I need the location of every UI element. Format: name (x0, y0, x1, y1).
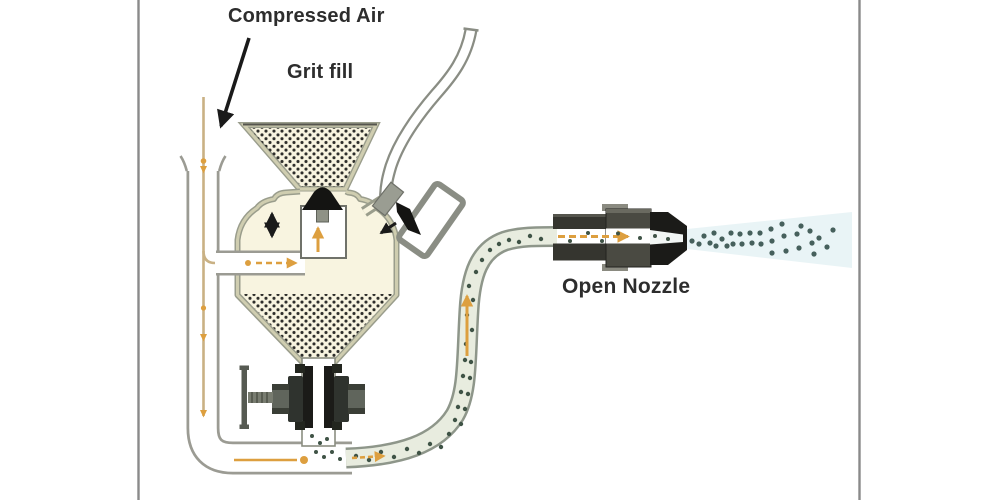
compressed-air-pipe (179, 155, 352, 475)
hose-particles (353, 233, 544, 463)
control-handle (360, 180, 466, 260)
nozzle (553, 204, 687, 271)
spray-cone (687, 212, 852, 268)
grit-metering-valve (272, 376, 365, 422)
label-pointer-arrow-icon (217, 37, 251, 129)
compressed-air-label: Compressed Air (228, 5, 385, 27)
spray-particles (689, 221, 836, 257)
bottom-pipe-flow-arrow-icon (234, 456, 308, 464)
vent-tube (379, 27, 479, 197)
grit-outlet-channel (295, 357, 342, 447)
mixing-tee-particles (310, 434, 342, 461)
hose-flow-arrows-icon (351, 294, 474, 463)
grit-funnel (237, 122, 381, 192)
grit-fill-label: Grit fill (287, 61, 354, 83)
open-nozzle-label: Open Nozzle (562, 275, 691, 298)
pop-up-valve (302, 187, 343, 223)
branch-pipe (202, 250, 305, 276)
handwheel (239, 365, 273, 429)
